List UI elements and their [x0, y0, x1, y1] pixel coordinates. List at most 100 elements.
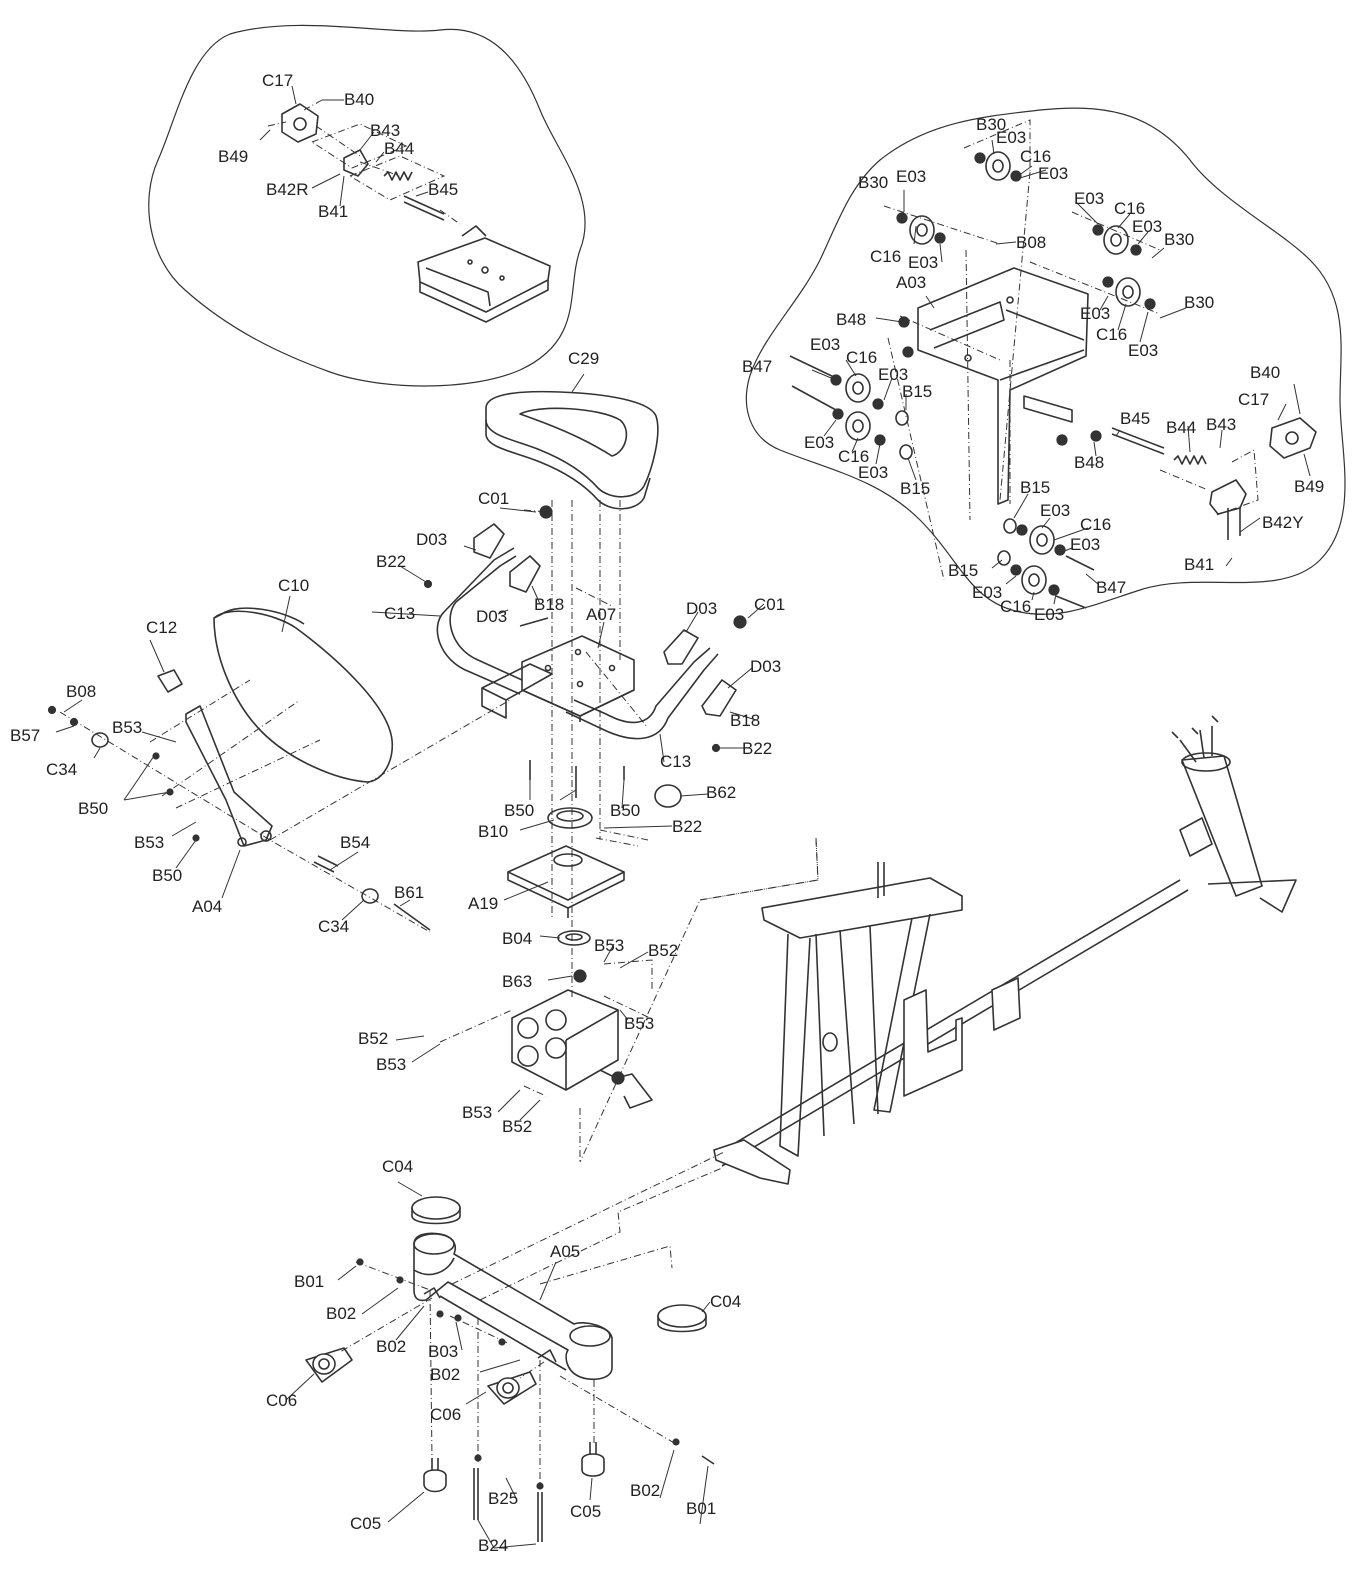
- label-b18-1: B18: [534, 595, 564, 614]
- label-b18-2: B18: [730, 711, 760, 730]
- bearing-b10: [547, 807, 593, 829]
- label-c13-2: C13: [660, 752, 691, 771]
- label-e03-11: E03: [804, 433, 834, 452]
- base-beam-a05: [413, 1232, 613, 1381]
- label-b48-2: B48: [1074, 453, 1104, 472]
- label-e03-9: E03: [810, 335, 840, 354]
- label-b53-6: B53: [462, 1103, 492, 1122]
- label-b30-1: B30: [976, 115, 1006, 134]
- bolts-b47: [789, 355, 1095, 609]
- detail-bubble-right: [745, 107, 1346, 615]
- label-b24: B24: [478, 1536, 508, 1555]
- label-c06-1: C06: [266, 1391, 297, 1410]
- label-b02-3: B02: [430, 1365, 460, 1384]
- label-b43: B43: [370, 121, 400, 140]
- label-b48-1: B48: [836, 310, 866, 329]
- seat-assembly: [371, 373, 819, 1163]
- label-c34-2: C34: [318, 917, 349, 936]
- plate-a19: [507, 845, 625, 918]
- label-b61: B61: [394, 883, 424, 902]
- label-b42r: B42R: [266, 180, 309, 199]
- cap-c12: [157, 669, 183, 693]
- label-b53-5: B53: [376, 1055, 406, 1074]
- label-b02-1: B02: [326, 1304, 356, 1323]
- label-b42y: B42Y: [1262, 513, 1304, 532]
- adjust-knob-c17-right: [1269, 417, 1317, 459]
- label-c10: C10: [278, 576, 309, 595]
- label-c16-4: C16: [1096, 325, 1127, 344]
- label-c34-1: C34: [46, 760, 77, 779]
- seat-slide-plate: [417, 225, 551, 323]
- label-b40-r: B40: [1250, 363, 1280, 382]
- label-b63: B63: [502, 972, 532, 991]
- label-e03-15: E03: [972, 583, 1002, 602]
- label-c04-2: C04: [710, 1292, 741, 1311]
- label-c16-5: C16: [846, 348, 877, 367]
- spring-b44-right: [1173, 455, 1207, 465]
- label-e03-3: E03: [896, 167, 926, 186]
- label-a07: A07: [586, 605, 616, 624]
- label-b50-2: B50: [504, 801, 534, 820]
- slider-block-a07: [521, 635, 635, 722]
- label-b02-2: B02: [376, 1337, 406, 1356]
- label-c17-r: C17: [1238, 390, 1269, 409]
- label-b45-r: B45: [1120, 409, 1150, 428]
- label-c16-6: C16: [838, 447, 869, 466]
- label-b04: B04: [502, 929, 532, 948]
- label-b44-r: B44: [1166, 418, 1196, 437]
- pulleys-c16: [845, 151, 1141, 595]
- bracket-a03: [917, 267, 1089, 505]
- frame-rear-upright: [1171, 715, 1297, 913]
- label-b08: B08: [1016, 233, 1046, 252]
- label-b01-1: B01: [294, 1272, 324, 1291]
- caps-c04: [411, 1196, 707, 1333]
- label-b22-1: B22: [376, 552, 406, 571]
- seat-c29: [485, 390, 659, 510]
- label-b15-4: B15: [948, 561, 978, 580]
- label-a03: A03: [896, 273, 926, 292]
- label-b53-4: B53: [624, 1014, 654, 1033]
- label-e03-6: E03: [908, 253, 938, 272]
- label-b41-r: B41: [1184, 555, 1214, 574]
- label-c12: C12: [146, 618, 177, 637]
- label-b49: B49: [218, 147, 248, 166]
- bolt-b61: [393, 903, 431, 931]
- label-b30-2: B30: [858, 173, 888, 192]
- label-e03-8: E03: [1128, 341, 1158, 360]
- label-b45: B45: [428, 180, 458, 199]
- label-b62: B62: [706, 783, 736, 802]
- label-c29: C29: [568, 349, 599, 368]
- label-a05: A05: [550, 1242, 580, 1261]
- label-b22-2: B22: [742, 739, 772, 758]
- label-b02-4: B02: [630, 1481, 660, 1500]
- label-d03-2: D03: [476, 607, 507, 626]
- label-c16-8: C16: [1000, 597, 1031, 616]
- label-b52-2: B52: [358, 1029, 388, 1048]
- backrest-c10: [213, 607, 393, 783]
- label-c16-3: C16: [870, 247, 901, 266]
- label-b53-1: B53: [112, 718, 142, 737]
- label-b01-2: B01: [686, 1499, 716, 1518]
- label-b52-3: B52: [502, 1117, 532, 1136]
- label-e03-16: E03: [1034, 605, 1064, 624]
- label-e03-10: E03: [878, 365, 908, 384]
- label-b40: B40: [344, 90, 374, 109]
- label-c04-1: C04: [382, 1157, 413, 1176]
- detail-bubble-outline-2: [745, 107, 1346, 615]
- knob-b62: [654, 784, 682, 808]
- grips-d03: [473, 523, 737, 717]
- detail-bubble-outline: [148, 24, 586, 387]
- nut-b63: [573, 969, 587, 983]
- shaft-b45: [403, 195, 445, 221]
- shaft-b45-right: [1111, 427, 1165, 455]
- label-b44: B44: [384, 139, 414, 158]
- backrest-assembly: [47, 595, 511, 933]
- label-e03-5: E03: [1132, 217, 1162, 236]
- label-b41: B41: [318, 202, 348, 221]
- adjust-knob-c17: [281, 103, 319, 143]
- label-c05-1: C05: [350, 1514, 381, 1533]
- label-b50-1: B50: [78, 799, 108, 818]
- label-d03-1: D03: [416, 530, 447, 549]
- bracket-a04: [185, 705, 273, 847]
